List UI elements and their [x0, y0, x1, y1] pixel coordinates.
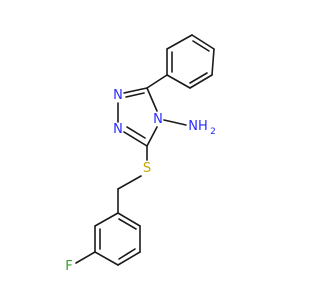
- atom-n1: N: [113, 88, 123, 103]
- bond-c5-n1-inner: [125, 92, 145, 98]
- atom-n2: N: [113, 122, 123, 137]
- bond-ar-6: [94, 212, 119, 227]
- bond-n4-nh2: [163, 119, 187, 126]
- bond-ph-3-inner: [189, 72, 208, 84]
- bond-ph-4: [166, 74, 191, 89]
- bond-n4-c5: [146, 87, 158, 112]
- bond-c-f: [75, 251, 96, 264]
- bond-ar-1: [117, 212, 141, 227]
- bonds: [75, 34, 215, 266]
- bond-ph-1-inner: [192, 40, 210, 52]
- atom-sulfur: S: [143, 161, 151, 176]
- bond-s-ch2: [117, 175, 142, 190]
- bond-n2-c3: [123, 131, 148, 147]
- atom-amine: NH: [188, 119, 208, 134]
- bond-c5-n1: [123, 87, 148, 94]
- structure-canvas: N N N NH 2 S F: [65, 34, 216, 274]
- bond-ph-3: [189, 74, 213, 89]
- bond-ph-c5: [146, 74, 168, 89]
- atom-fluorine: F: [65, 259, 72, 274]
- bond-ar-3: [117, 251, 141, 266]
- atom-n4: N: [153, 112, 163, 127]
- atom-labels: N N N NH 2 S F: [65, 88, 216, 274]
- bond-ar-1-inner: [118, 218, 137, 230]
- bond-ph-2: [211, 48, 215, 76]
- bond-ar-3-inner: [118, 248, 136, 260]
- bond-ar-4: [94, 251, 119, 266]
- bond-n2-c3-inner: [126, 126, 146, 139]
- bond-c3-n4: [146, 126, 158, 147]
- atom-amine-subscript: 2: [210, 127, 216, 137]
- bond-ph-1: [191, 34, 215, 50]
- bond-ph-6: [166, 34, 193, 50]
- molecule-structure: N N N NH 2 S F: [65, 34, 216, 274]
